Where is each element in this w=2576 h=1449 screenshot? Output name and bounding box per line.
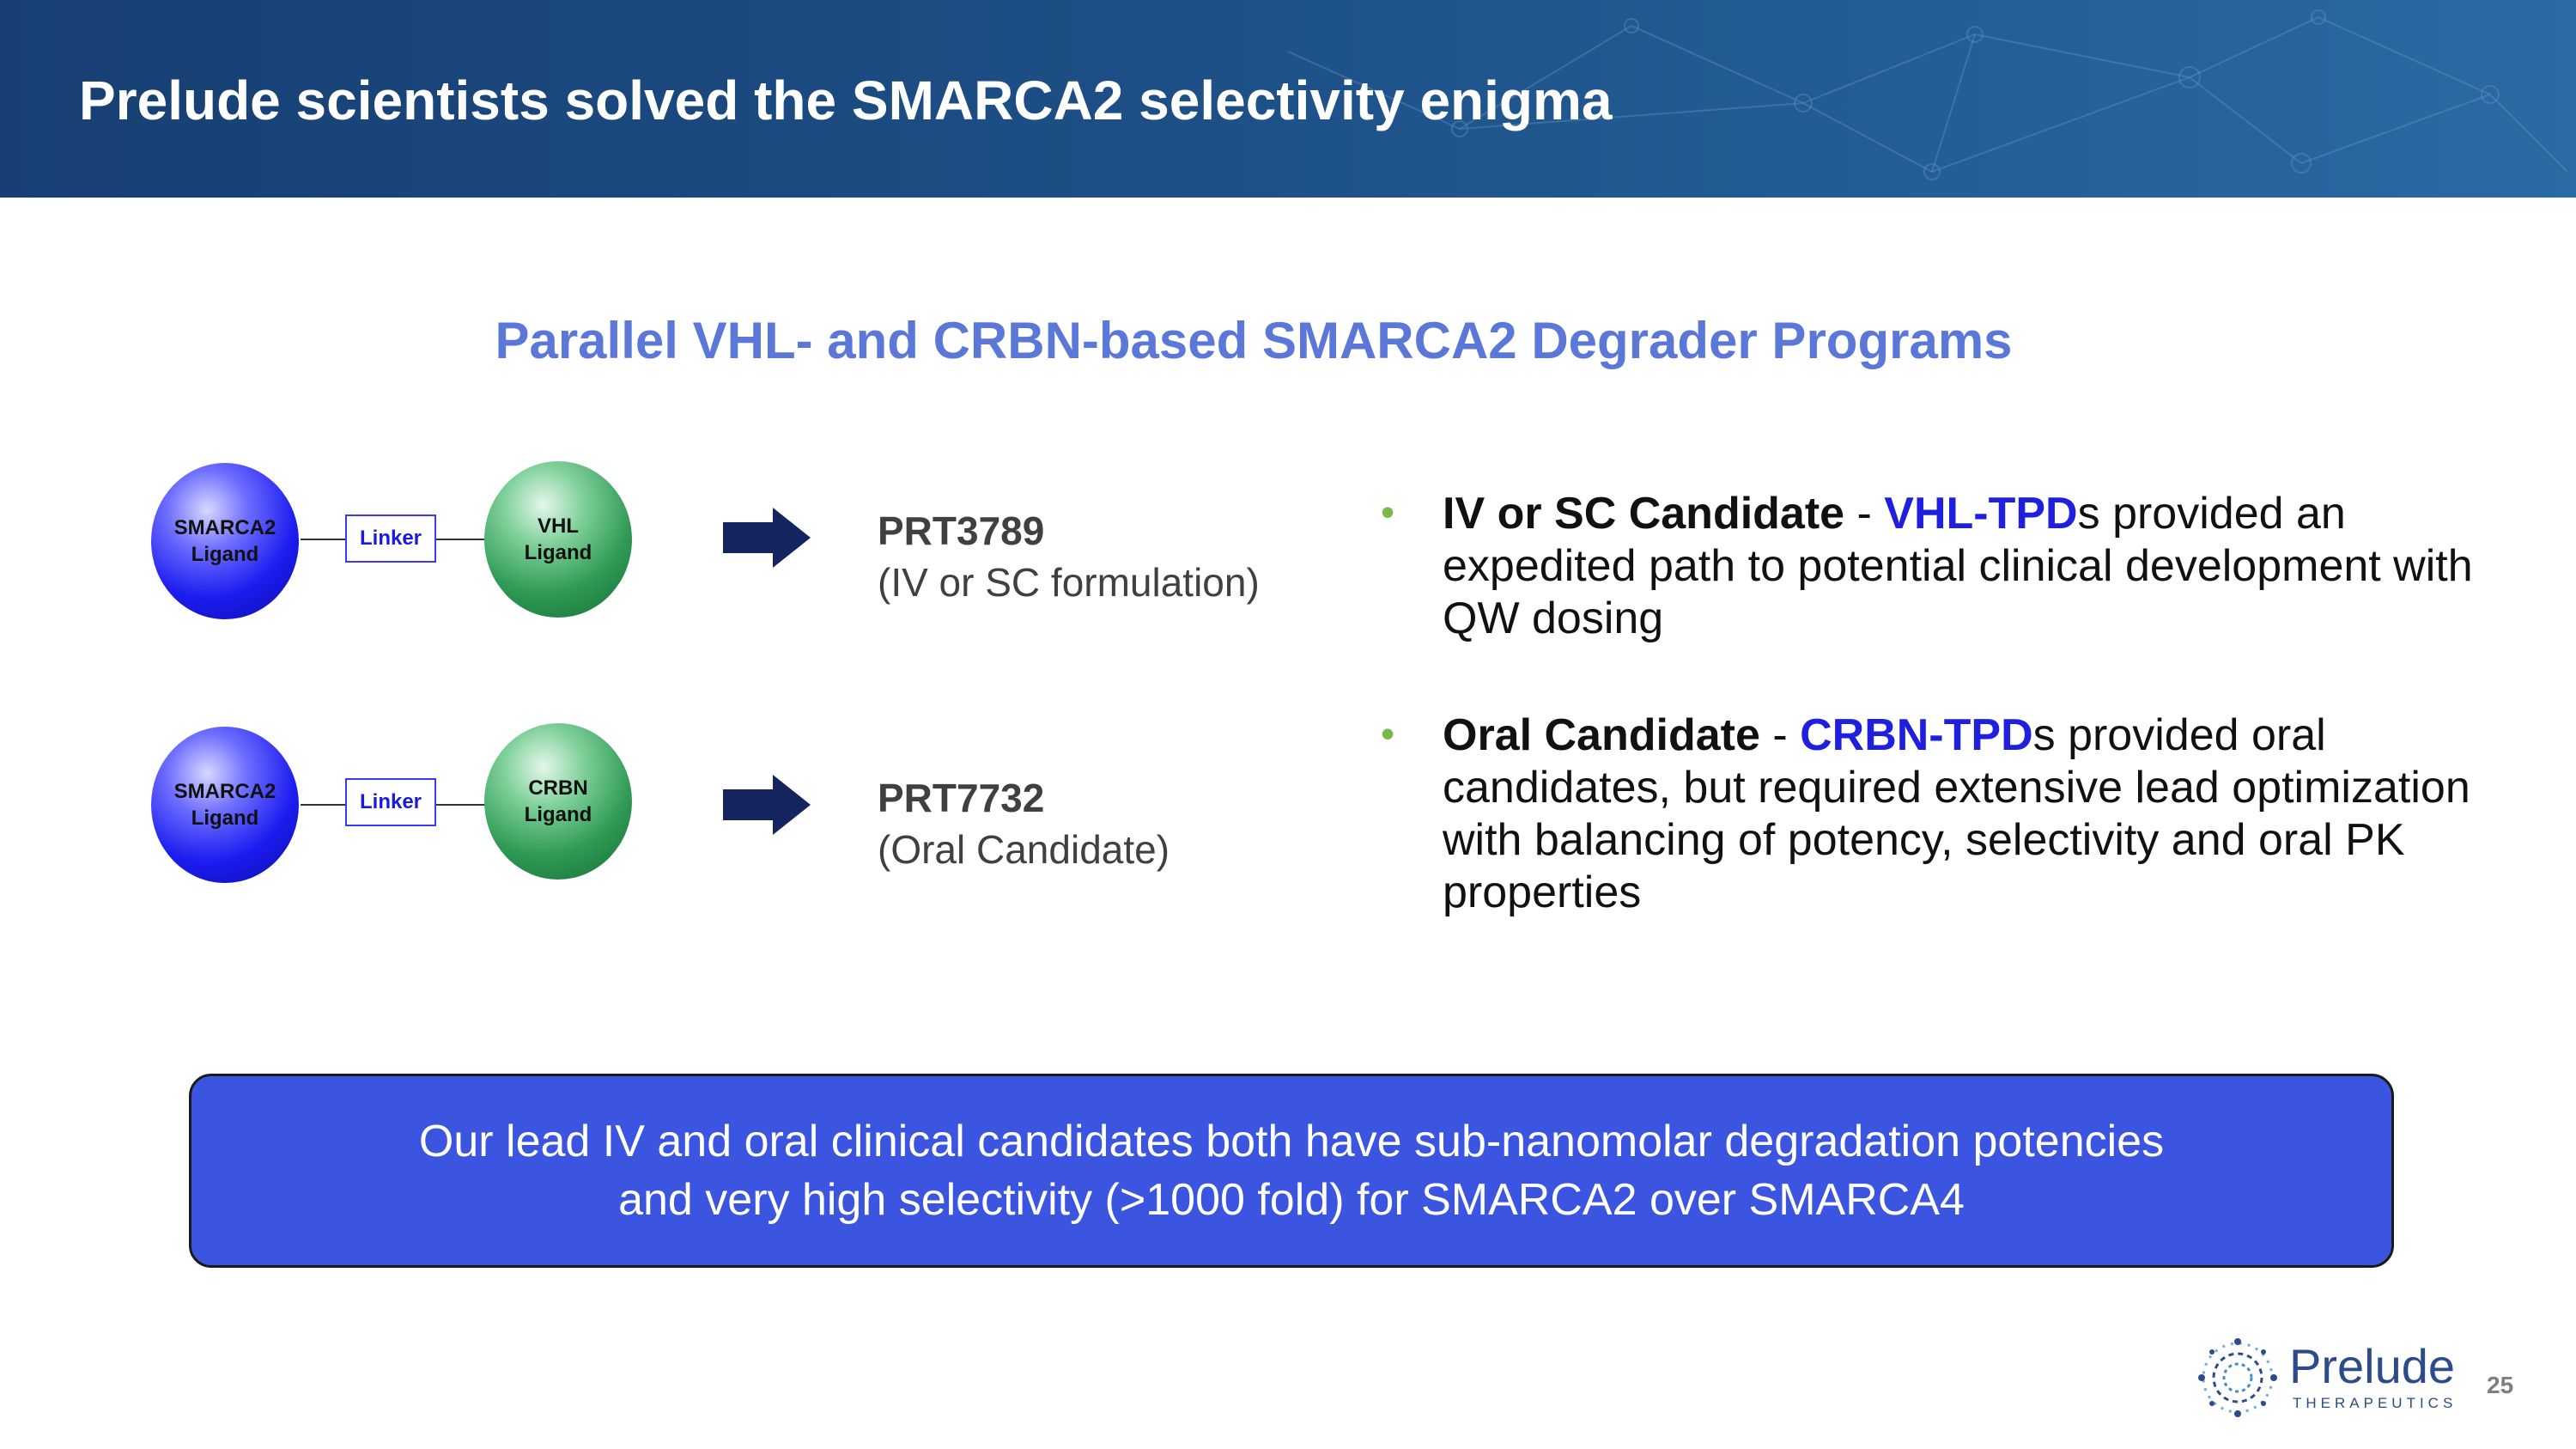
bullet-separator: - — [1844, 489, 1885, 539]
e3-ligand-label: Ligand — [524, 803, 592, 826]
program-row-vhl: SMARCA2 Ligand Linker VHL Ligand PRT3789… — [0, 460, 2576, 631]
bullet-marker: • — [1381, 490, 1395, 534]
callout-line: Our lead IV and oral clinical candidates… — [418, 1117, 2165, 1166]
linker-label: Linker — [359, 790, 422, 813]
bullet-heading: IV or SC Candidate — [1443, 489, 1845, 539]
right-arrow-icon — [723, 508, 811, 568]
right-arrow-icon — [723, 775, 811, 835]
logo-subtitle: THERAPEUTICS — [2293, 1395, 2458, 1411]
bullet-iv-candidate: IV or SC Candidate - VHL-TPDs provided a… — [1443, 488, 2473, 645]
page-number: 25 — [2487, 1372, 2514, 1398]
logo-wordmark: Prelude — [2289, 1339, 2456, 1393]
prelude-logo: Prelude THERAPEUTICS — [2195, 1333, 2470, 1428]
bullet-oral-candidate: Oral Candidate - CRBN-TPDs provided oral… — [1443, 709, 2473, 919]
key-message-callout: Our lead IV and oral clinical candidates… — [189, 1074, 2394, 1268]
connector-line — [436, 539, 489, 540]
network-pattern-icon — [1287, 9, 2568, 180]
section-subtitle: Parallel VHL- and CRBN-based SMARCA2 Deg… — [495, 312, 2013, 369]
ligand-label: Ligand — [191, 807, 259, 830]
program-row-crbn: SMARCA2 Ligand Linker CRBN Ligand PRT773… — [0, 723, 2576, 898]
bullet-body: s provided an expedited path to potentia… — [1443, 489, 2473, 643]
ligand-label: SMARCA2 — [173, 516, 276, 539]
prelude-logo-icon — [2198, 1338, 2277, 1417]
linker-label: Linker — [359, 527, 422, 550]
bullet-separator: - — [1759, 710, 1801, 760]
bullet-heading: Oral Candidate — [1443, 710, 1760, 760]
ligand-label: Ligand — [191, 543, 259, 566]
bullet-accent: CRBN-TPD — [1800, 710, 2033, 760]
linker-box: Linker — [345, 778, 436, 826]
crbn-ligand-ball: CRBN Ligand — [484, 723, 632, 880]
program-description: (Oral Candidate) — [878, 827, 1170, 872]
ligand-label: SMARCA2 — [173, 780, 276, 803]
smarca2-ligand-ball: SMARCA2 Ligand — [151, 727, 299, 883]
program-name: PRT3789 — [878, 508, 1045, 553]
smarca2-ligand-ball: SMARCA2 Ligand — [151, 463, 299, 619]
connector-line — [301, 539, 345, 540]
e3-ligand-label: Ligand — [524, 541, 592, 564]
connector-line — [301, 804, 345, 806]
bullet-body: s provided oral candidates, but required… — [1443, 710, 2470, 917]
connector-line — [436, 804, 489, 806]
vhl-ligand-ball: VHL Ligand — [484, 461, 632, 618]
header-banner: Prelude scientists solved the SMARCA2 se… — [0, 0, 2576, 198]
e3-ligand-label: VHL — [538, 514, 579, 538]
bullet-accent: VHL-TPD — [1884, 489, 2078, 539]
callout-line: and very high selectivity (>1000 fold) f… — [618, 1175, 1965, 1225]
bullet-marker: • — [1381, 711, 1395, 756]
program-name: PRT7732 — [878, 776, 1045, 820]
page-title: Prelude scientists solved the SMARCA2 se… — [79, 70, 1613, 131]
program-description: (IV or SC formulation) — [878, 560, 1260, 605]
linker-box: Linker — [345, 514, 436, 563]
e3-ligand-label: CRBN — [528, 776, 588, 800]
